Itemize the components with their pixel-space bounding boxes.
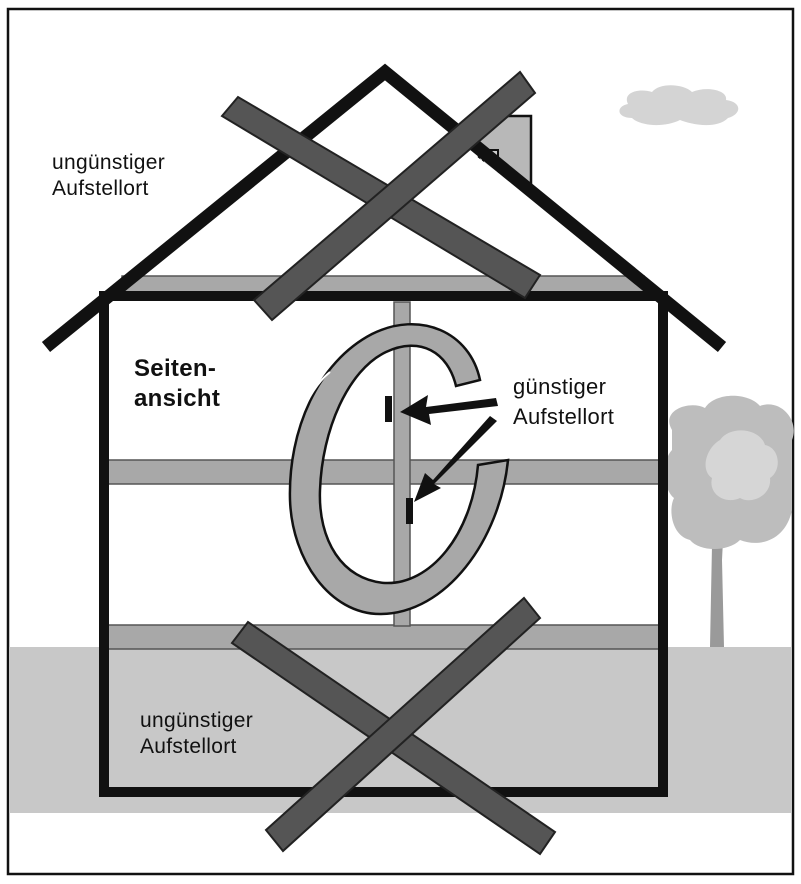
label-favorable: günstiger Aufstellort [513, 372, 614, 432]
label-unfavorable-basement-line2: Aufstellort [140, 735, 237, 758]
label-unfavorable-basement: ungünstiger Aufstellort [140, 708, 253, 760]
label-unfavorable-attic-line1: ungünstiger [52, 151, 166, 174]
tree [664, 395, 794, 647]
label-favorable-line1: günstiger [513, 374, 607, 399]
label-unfavorable-attic: ungünstiger Aufstellort [52, 150, 165, 202]
antenna-mast [393, 301, 411, 627]
roof [41, 63, 727, 353]
arrows [400, 395, 498, 502]
cross-basement [230, 596, 557, 856]
cross-attic [220, 70, 542, 322]
label-side-view-line2: ansicht [134, 385, 221, 412]
label-side-view: Seiten- ansicht [134, 354, 220, 414]
antenna-element-upper [385, 396, 392, 422]
house-walls [99, 291, 668, 797]
antenna-ring [288, 323, 510, 616]
label-favorable-line2: Aufstellort [513, 404, 615, 429]
label-unfavorable-attic-line2: Aufstellort [52, 177, 149, 200]
antenna-element-lower [406, 498, 413, 524]
label-unfavorable-basement-line1: ungünstiger [140, 709, 254, 732]
cloud [619, 85, 739, 126]
label-side-view-line1: Seiten- [134, 355, 217, 382]
